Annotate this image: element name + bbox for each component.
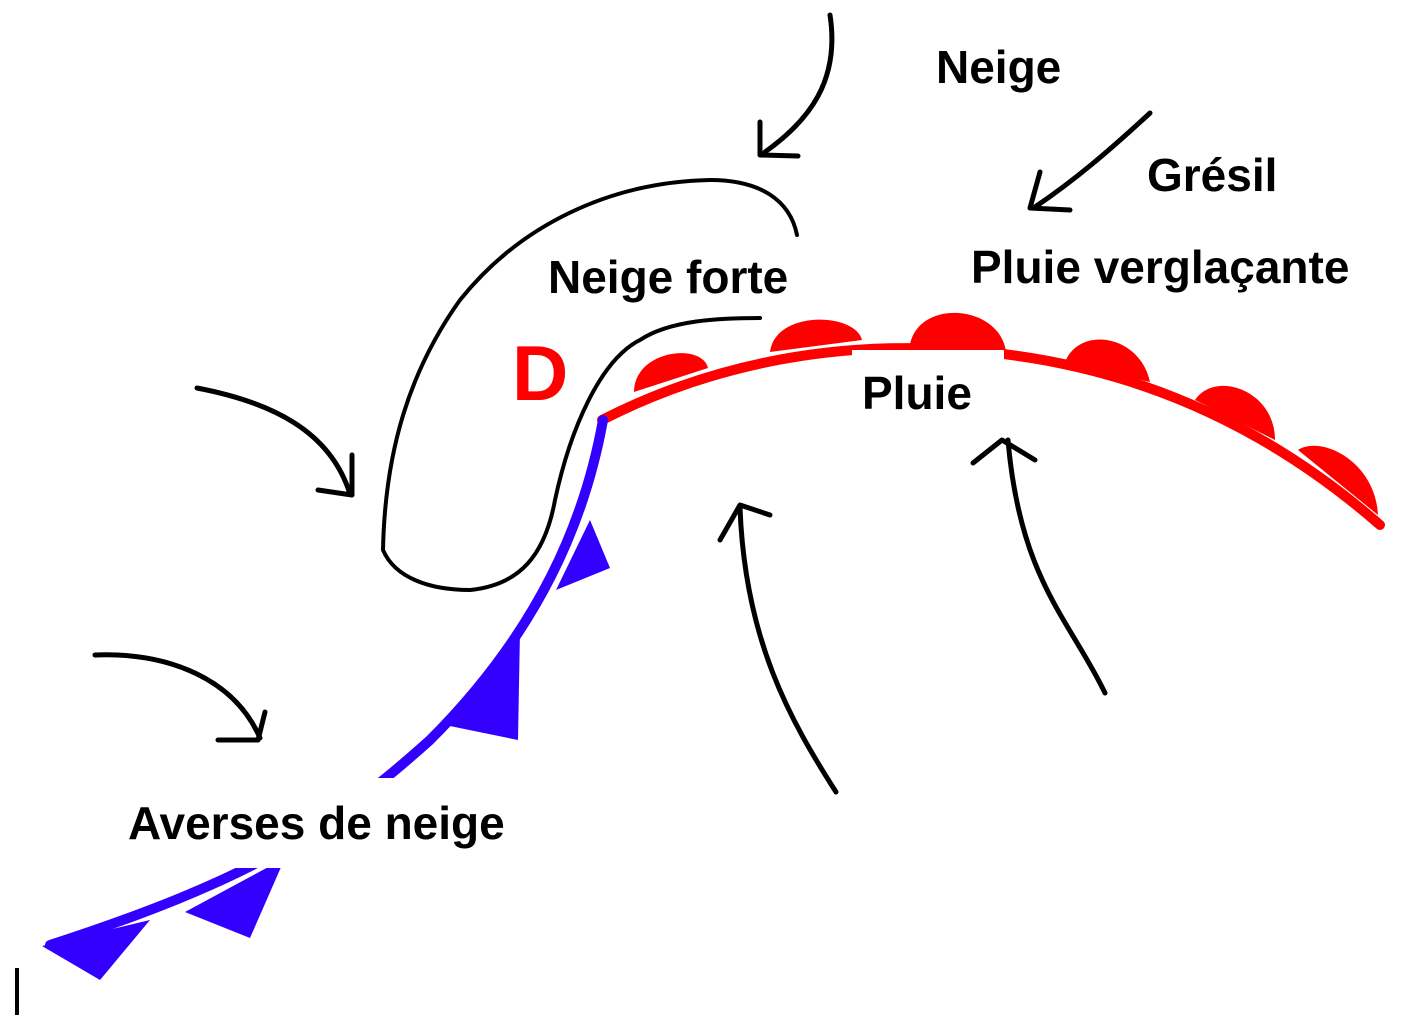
label-rain: Pluie (852, 350, 1004, 436)
warm-front-semicircle (1065, 339, 1150, 382)
cold-front-triangle (42, 920, 150, 980)
cold-front-triangle (185, 858, 285, 938)
arrow-icon (757, 12, 835, 159)
warm-front-semicircle (1298, 445, 1378, 515)
heavy-snow-zone-outline (381, 178, 799, 592)
cold-front-triangle (556, 520, 610, 590)
arrow-icon (970, 437, 1108, 696)
cold-front-triangle (445, 630, 520, 740)
warm-front-semicircle (634, 353, 708, 392)
label-freezing-rain: Pluie verglaçante (971, 241, 1350, 293)
warm-front-semicircle (770, 319, 862, 352)
wind-arrows (92, 12, 1153, 795)
low-pressure-symbol: D (512, 329, 569, 417)
arrow-icon (717, 502, 839, 795)
arrow-icon (1027, 110, 1153, 213)
label-sleet: Grésil (1147, 149, 1278, 201)
arrow-icon (194, 385, 355, 498)
cold-front (42, 415, 610, 980)
cold-front-line (45, 415, 608, 950)
label-snow: Neige (936, 41, 1062, 93)
warm-front-semicircle (910, 312, 1006, 352)
label-snow-showers: Averses de neige (116, 778, 519, 868)
warm-front-semicircle (1195, 385, 1275, 440)
arrow-icon (92, 652, 268, 743)
label-heavy-snow: Neige forte (530, 240, 799, 316)
